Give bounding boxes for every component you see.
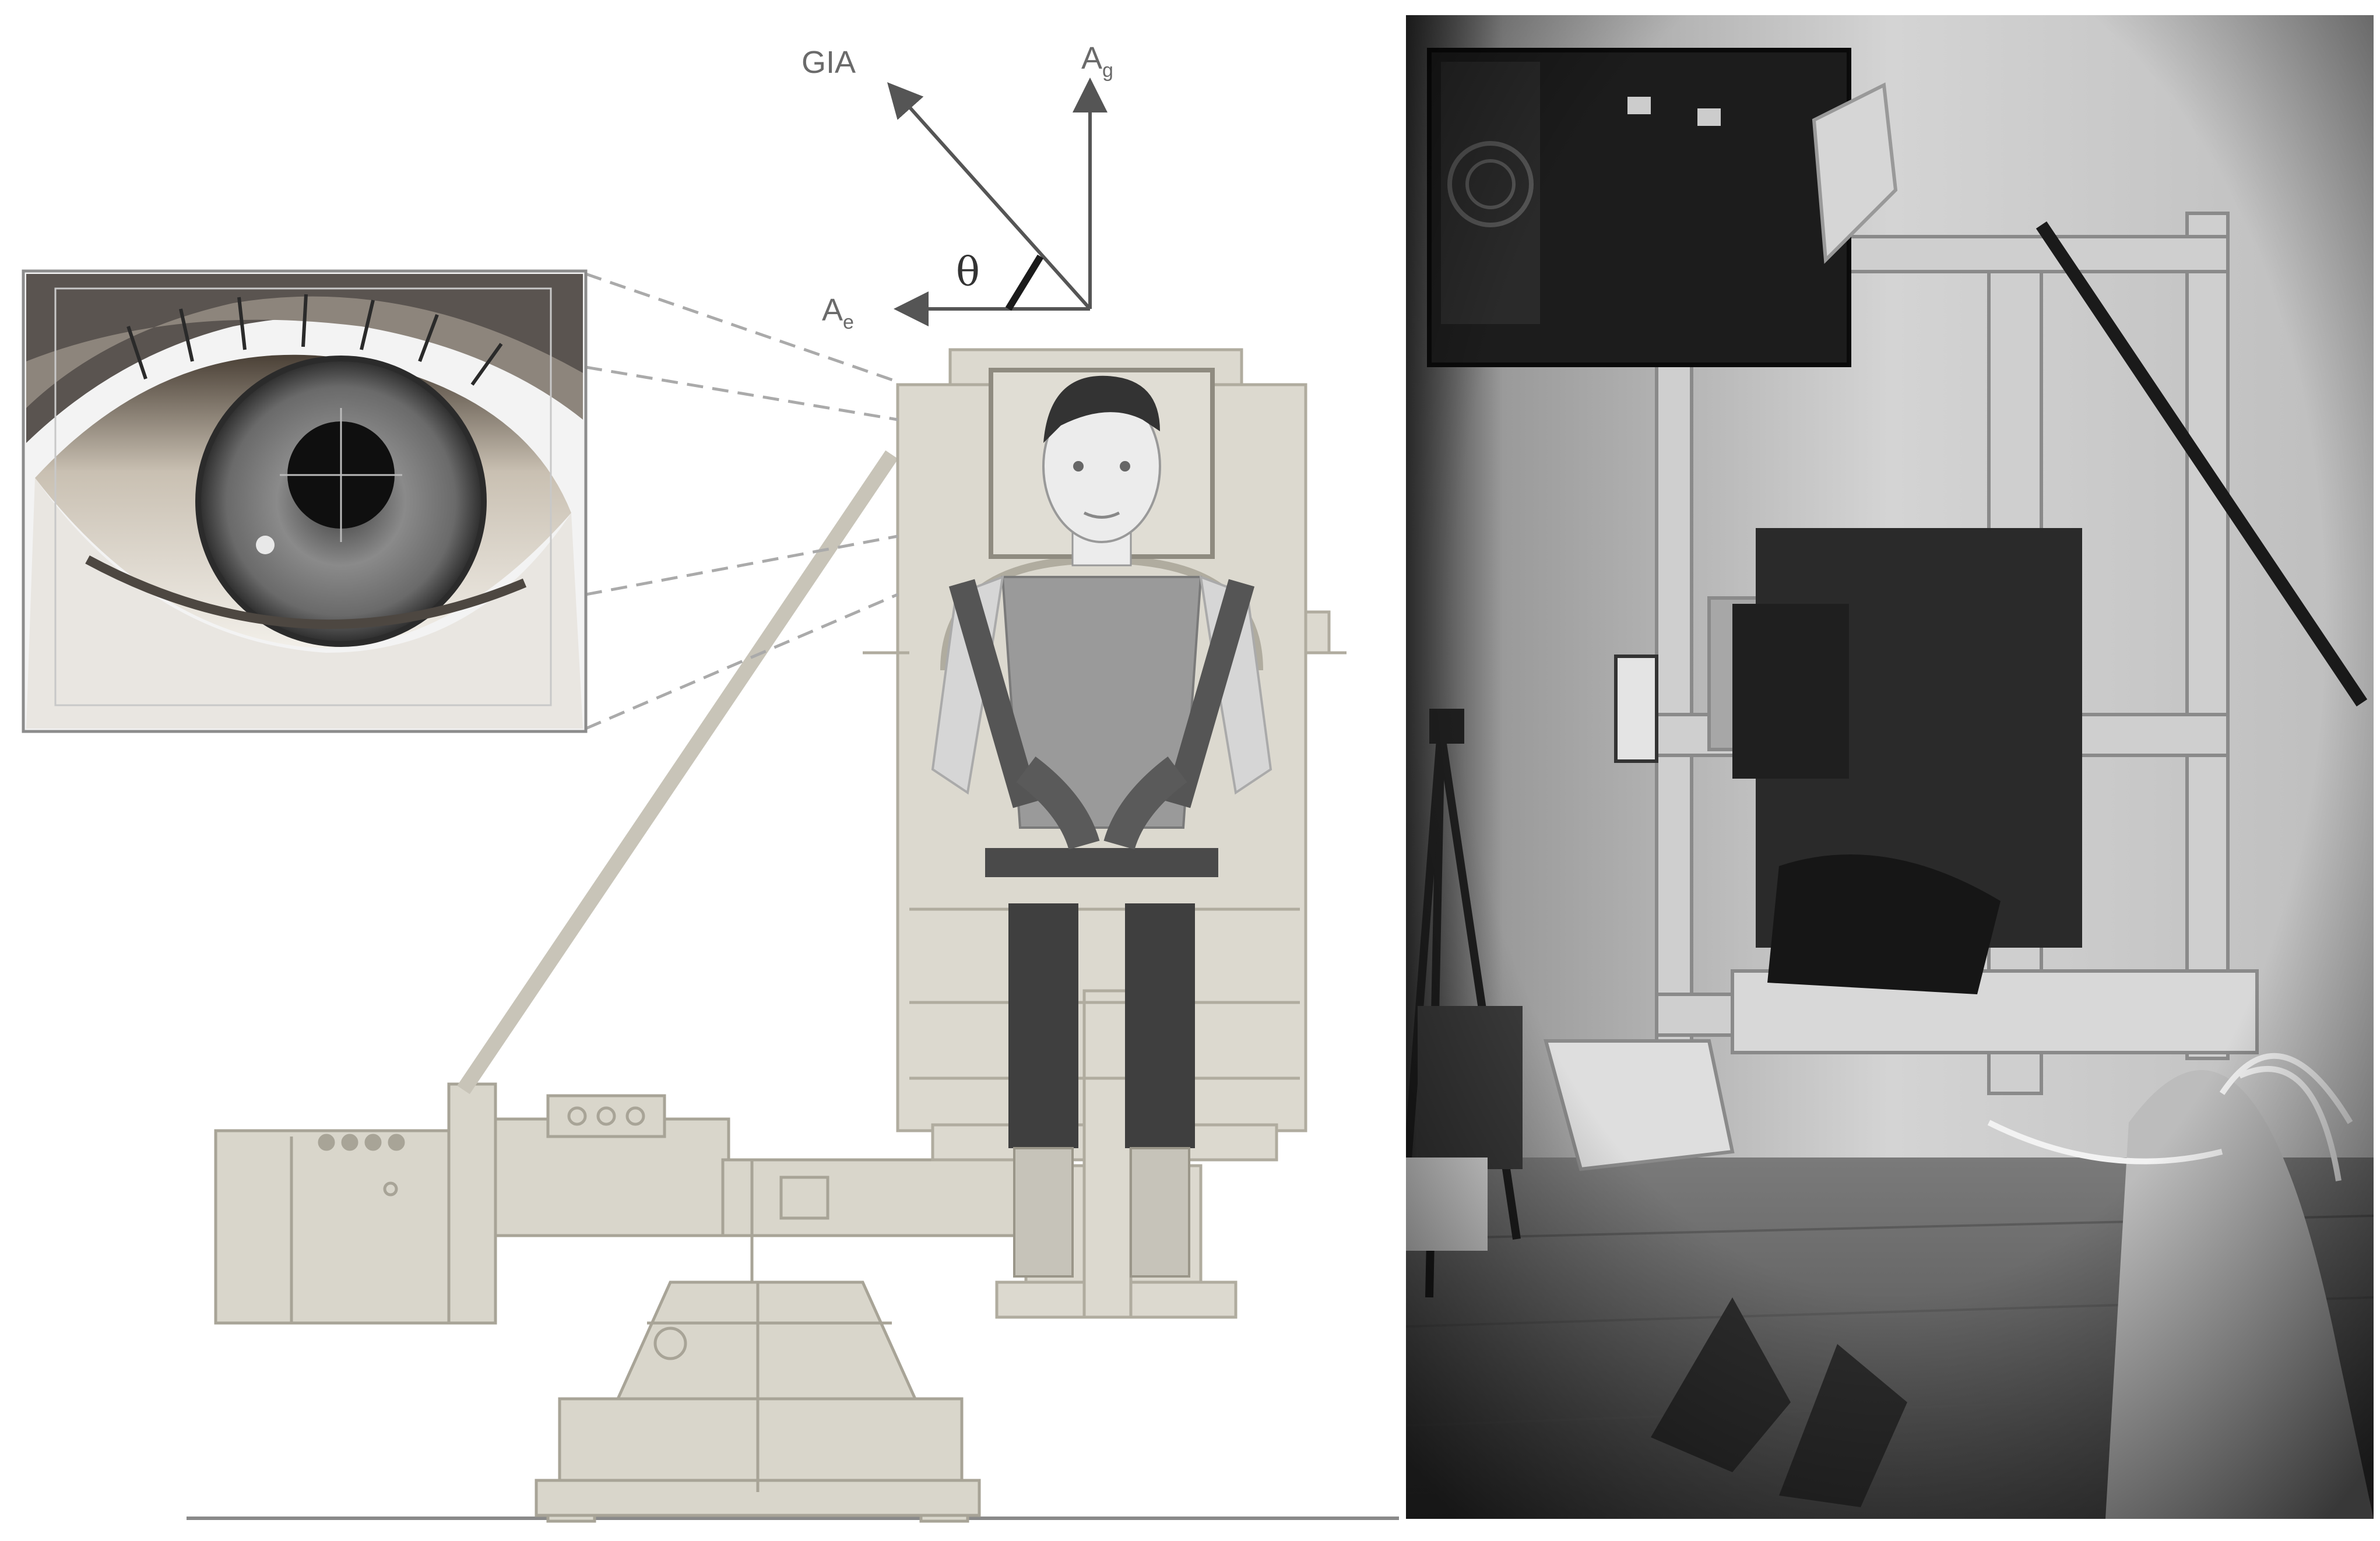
theta-angle-mark xyxy=(1005,254,1044,311)
ag-label: Ag xyxy=(1081,41,1113,82)
horizontal-arm xyxy=(214,1082,1063,1325)
theta-label: θ xyxy=(956,249,980,295)
eye-inset xyxy=(22,269,588,733)
machine-base xyxy=(535,1280,981,1523)
ae-label: Ae xyxy=(822,293,854,333)
force-vectors xyxy=(887,78,1108,326)
seated-person xyxy=(931,375,1272,1278)
rotating-chair-photo xyxy=(1406,15,2374,1519)
schematic-diagram: GIA Ag Ae θ xyxy=(22,41,1399,1523)
gia-label: GIA xyxy=(801,45,856,80)
eye-inset-connectors xyxy=(585,272,898,730)
support-strut xyxy=(457,450,898,1095)
gia-vector-arrow xyxy=(887,82,1092,311)
